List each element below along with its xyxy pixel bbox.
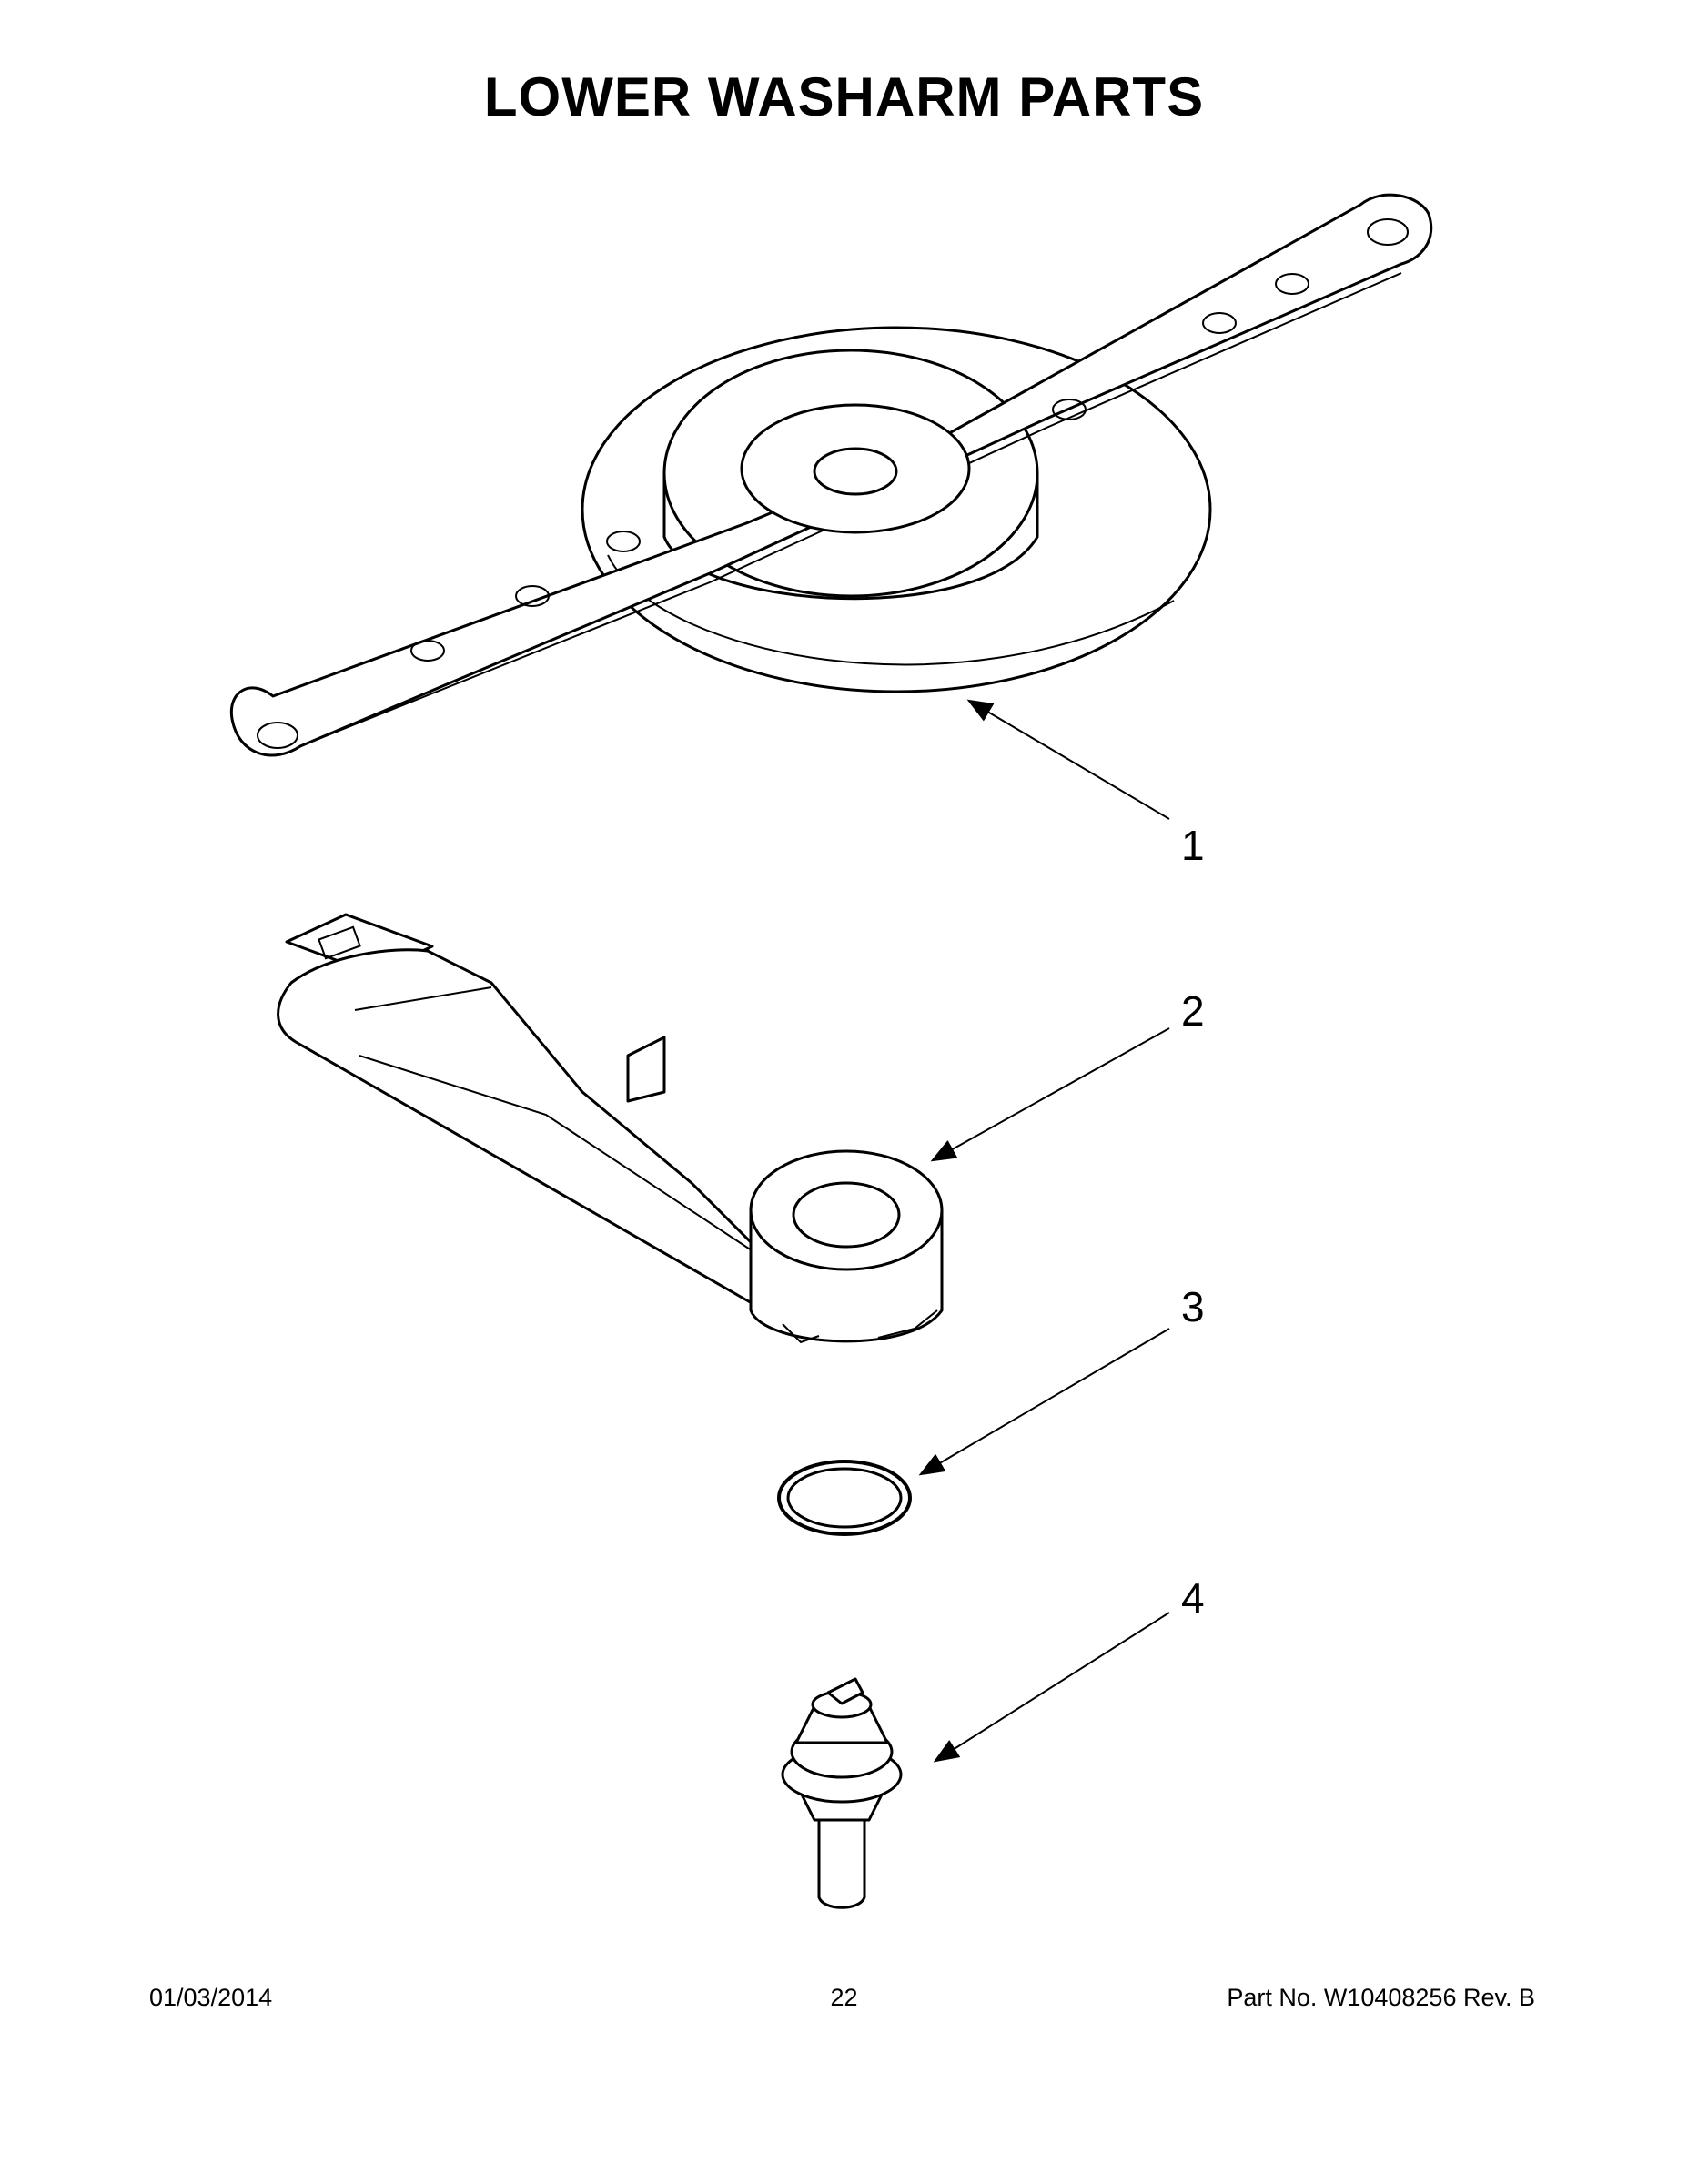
- part-2-manifold: [277, 913, 944, 1344]
- part-3-o-ring: [777, 1460, 912, 1536]
- footer-date: 01/03/2014: [149, 1984, 273, 2011]
- callout-1-arrow: [966, 699, 1170, 820]
- footer-part-number: Part No. W10408256 Rev. B: [1227, 1984, 1535, 2011]
- callout-3-label: 3: [1181, 1283, 1205, 1330]
- callout-1-label: 1: [1181, 822, 1205, 869]
- callout-4-label: 4: [1181, 1574, 1205, 1622]
- callout-2-label: 2: [1181, 987, 1205, 1035]
- callout-arrows: [918, 699, 1170, 1763]
- page-title: LOWER WASHARM PARTS: [483, 66, 1205, 127]
- callout-2-arrow: [930, 1027, 1170, 1162]
- callout-3-arrow: [918, 1328, 1170, 1476]
- part-4-valve: [781, 1677, 903, 1909]
- callout-4-arrow: [933, 1612, 1170, 1763]
- footer-page-number: 22: [830, 1984, 858, 2011]
- part-1-washarm: [229, 193, 1433, 757]
